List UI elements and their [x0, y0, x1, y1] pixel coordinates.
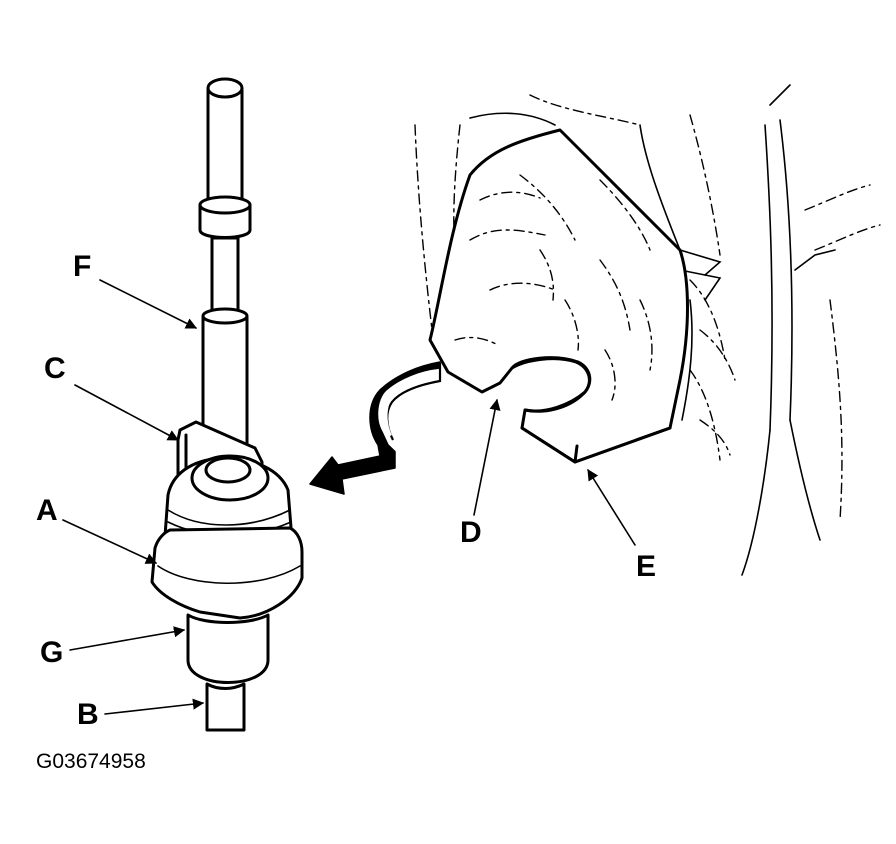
callout-a: A — [36, 494, 58, 527]
leader-a — [62, 519, 158, 564]
leader-g — [69, 626, 186, 651]
callout-c: C — [44, 352, 66, 385]
callout-f: F — [73, 250, 91, 283]
background-body-lines — [414, 84, 881, 576]
leader-d — [473, 398, 501, 516]
leader-e — [587, 469, 636, 546]
figure-id: G03674958 — [36, 750, 146, 773]
leader-f — [99, 279, 198, 329]
cable-assembly — [150, 77, 304, 732]
direction-arrow — [309, 361, 442, 495]
leader-c — [74, 384, 179, 441]
callout-d: D — [460, 516, 482, 549]
leader-b — [104, 698, 205, 715]
callout-b: B — [77, 698, 99, 731]
leader-lines — [62, 279, 636, 715]
callout-g: G — [40, 636, 63, 669]
bracket-block — [428, 128, 722, 464]
callout-e: E — [636, 550, 656, 583]
